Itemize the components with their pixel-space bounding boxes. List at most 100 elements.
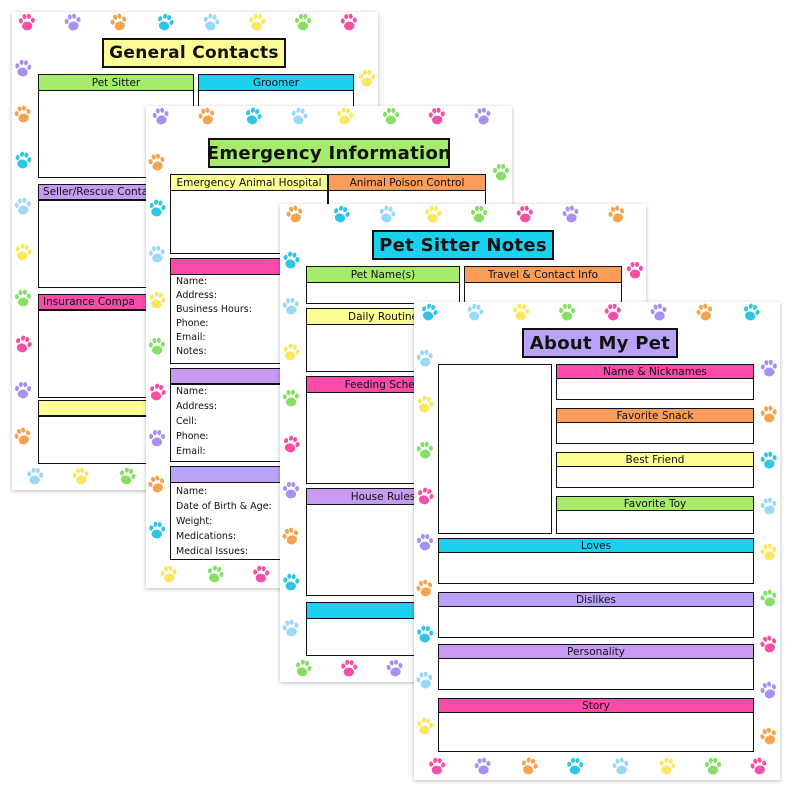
paw-icon	[743, 303, 760, 321]
paw-icon	[64, 13, 81, 31]
paw-icon	[149, 429, 166, 447]
paw-icon	[760, 359, 777, 377]
name-nicknames-box[interactable]	[556, 378, 754, 400]
field-label: Name:	[176, 486, 208, 497]
paw-icon	[14, 289, 31, 307]
paw-icon	[208, 565, 224, 583]
page-title: About My Pet	[522, 328, 678, 358]
field-label: Email:	[176, 332, 206, 343]
paw-icon	[562, 205, 579, 223]
paw-icon	[386, 659, 403, 677]
paw-icon	[750, 757, 767, 775]
paw-icon	[246, 107, 262, 125]
paw-icon	[158, 13, 174, 31]
paw-icon	[760, 681, 776, 699]
paw-icon	[417, 395, 434, 413]
paw-icon	[15, 151, 32, 169]
paw-icon	[760, 589, 777, 607]
paw-icon	[72, 467, 89, 485]
dislikes-box[interactable]	[438, 606, 754, 638]
paw-icon	[149, 521, 166, 539]
paw-icon	[626, 261, 643, 279]
paw-icon	[521, 757, 538, 775]
field-label: Address:	[176, 290, 218, 301]
name-nicknames-header: Name & Nicknames	[556, 364, 754, 380]
field-label: Address:	[176, 401, 218, 412]
field-label: Business Hours:	[176, 304, 252, 315]
page-title: Emergency Information	[207, 138, 451, 168]
paw-icon	[283, 251, 300, 269]
paw-icon	[559, 303, 576, 321]
paw-icon	[334, 205, 350, 223]
paw-icon	[474, 107, 491, 125]
paw-icon	[513, 303, 530, 321]
paw-icon	[417, 625, 434, 643]
paw-icon	[760, 543, 777, 561]
paw-icon	[760, 727, 776, 745]
travel-contact-box[interactable]	[464, 282, 622, 304]
pet-names-box[interactable]	[306, 282, 460, 304]
personality-box[interactable]	[438, 658, 754, 690]
paw-icon	[15, 243, 32, 261]
paw-icon	[467, 303, 484, 321]
field-label: Phone:	[176, 431, 209, 442]
paw-icon	[416, 671, 433, 689]
paw-icon	[659, 757, 676, 775]
paw-icon	[283, 343, 300, 361]
paw-icon	[27, 467, 44, 485]
loves-box[interactable]	[438, 552, 754, 584]
field-label: Medications:	[176, 531, 237, 542]
paw-icon	[567, 757, 584, 775]
paw-icon	[760, 451, 777, 469]
paw-icon	[148, 153, 165, 171]
paw-icon	[295, 13, 312, 31]
paw-icon	[650, 303, 667, 321]
paw-icon	[428, 107, 445, 125]
favorite-snack-box[interactable]	[556, 422, 754, 444]
paw-icon	[416, 441, 433, 459]
field-label: Name:	[176, 386, 208, 397]
paw-icon	[760, 497, 777, 515]
paw-icon	[291, 107, 308, 125]
paw-icon	[471, 205, 488, 223]
field-label: Notes:	[176, 346, 207, 357]
page-title: Pet Sitter Notes	[372, 230, 554, 260]
paw-icon	[150, 383, 166, 401]
paw-icon	[283, 573, 300, 591]
favorite-snack-header: Favorite Snack	[556, 408, 754, 424]
paw-icon	[282, 527, 299, 545]
best-friend-box[interactable]	[556, 466, 754, 488]
paw-icon	[429, 757, 446, 775]
paw-icon	[148, 475, 165, 493]
paw-icon	[359, 69, 376, 87]
paw-icon	[16, 335, 32, 353]
field-label: Weight:	[176, 516, 213, 527]
paw-icon	[416, 349, 433, 367]
paw-icon	[15, 59, 32, 77]
paw-icon	[14, 105, 31, 123]
paw-icon	[283, 481, 300, 499]
paw-icon	[760, 635, 777, 653]
paw-icon	[379, 205, 396, 223]
paw-icon	[418, 487, 434, 505]
field-label: Medical Issues:	[176, 546, 249, 557]
paw-icon	[14, 197, 31, 215]
favorite-toy-box[interactable]	[556, 510, 754, 534]
paw-icon	[149, 199, 166, 217]
paw-icon	[149, 291, 166, 309]
field-label: Date of Birth & Age:	[176, 501, 272, 512]
field-label: Name:	[176, 276, 208, 287]
paw-icon	[148, 245, 165, 263]
paw-icon	[705, 757, 721, 775]
paw-icon	[416, 579, 433, 597]
pet-photo-frame[interactable]	[438, 364, 552, 534]
paw-icon	[253, 565, 270, 583]
paw-icon	[148, 337, 165, 355]
paw-icon	[296, 659, 312, 677]
paw-icon	[203, 13, 220, 31]
paw-icon	[337, 107, 354, 125]
paw-print-border	[416, 303, 777, 775]
paw-icon	[417, 717, 434, 735]
story-box[interactable]	[438, 712, 754, 752]
paw-icon	[516, 205, 533, 223]
